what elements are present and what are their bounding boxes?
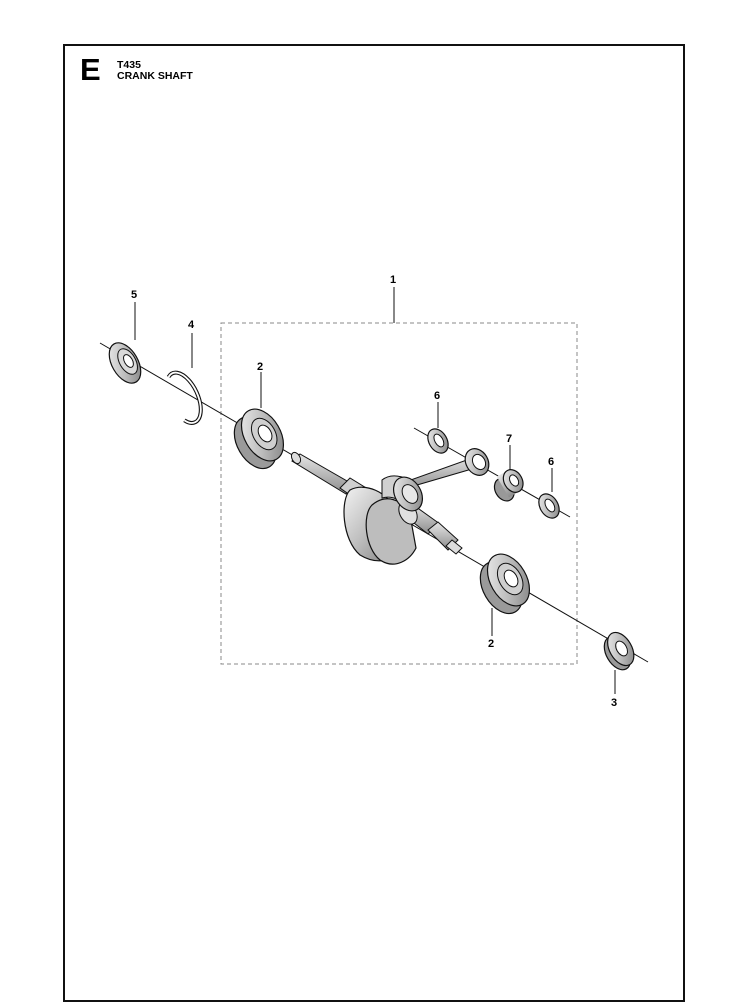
callout-6-lower: 6 xyxy=(548,456,554,468)
assembly-boundary xyxy=(220,322,578,665)
part-connecting-rod xyxy=(392,448,490,512)
callout-3: 3 xyxy=(611,697,617,709)
part-needle-bearing xyxy=(493,469,524,502)
model-number: T435 xyxy=(117,59,141,71)
callout-5: 5 xyxy=(131,289,137,301)
callout-1: 1 xyxy=(390,274,396,286)
callout-2-right: 2 xyxy=(488,638,494,650)
part-bearing-right xyxy=(479,553,531,615)
page-frame xyxy=(63,44,685,1002)
callout-6-upper: 6 xyxy=(434,390,440,402)
diagram-title: CRANK SHAFT xyxy=(117,70,193,82)
callout-2-left: 2 xyxy=(257,361,263,373)
part-retaining-ring xyxy=(166,370,203,425)
callout-4: 4 xyxy=(188,319,195,331)
part-seal xyxy=(108,342,142,384)
callout-7: 7 xyxy=(506,433,512,445)
section-letter: E xyxy=(80,52,101,87)
part-seal-right xyxy=(603,631,635,671)
part-crankshaft xyxy=(290,451,463,565)
part-washer-lower xyxy=(538,493,560,519)
part-bearing-left xyxy=(233,408,285,470)
part-washer-upper xyxy=(427,428,449,454)
